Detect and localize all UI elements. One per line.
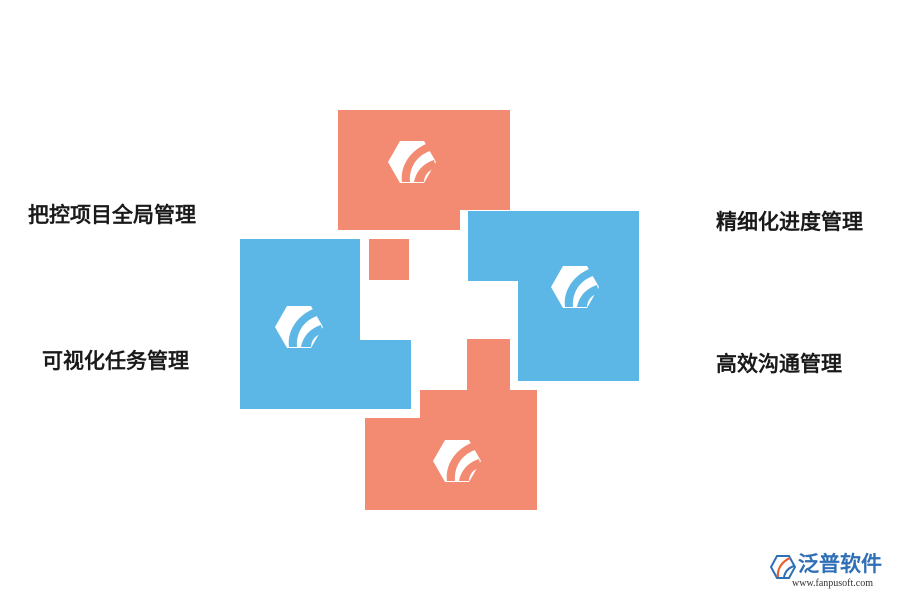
bottom-connector-square [467, 339, 510, 390]
left-block-shape [240, 239, 411, 409]
brand-watermark: 泛普软件 www.fanpusoft.com [770, 554, 894, 596]
top-block [338, 110, 510, 230]
label-bottom-left: 可视化任务管理 [42, 349, 189, 373]
hexagon-leaf-logo-icon [433, 440, 481, 482]
brand-logo-icon [770, 555, 796, 579]
label-top-right: 精细化进度管理 [716, 210, 863, 234]
label-bottom-right: 高效沟通管理 [716, 352, 842, 376]
label-top-left: 把控项目全局管理 [28, 203, 196, 227]
hexagon-leaf-logo-icon [388, 141, 436, 183]
left-block [240, 239, 411, 409]
bottom-block [365, 390, 537, 510]
right-block [468, 211, 639, 381]
brand-name: 泛普软件 [798, 552, 882, 576]
top-connector-square [369, 239, 409, 280]
right-block-shape [468, 211, 639, 381]
hexagon-leaf-logo-icon [551, 266, 599, 308]
brand-url: www.fanpusoft.com [792, 578, 874, 589]
hexagon-leaf-logo-icon [275, 306, 323, 348]
